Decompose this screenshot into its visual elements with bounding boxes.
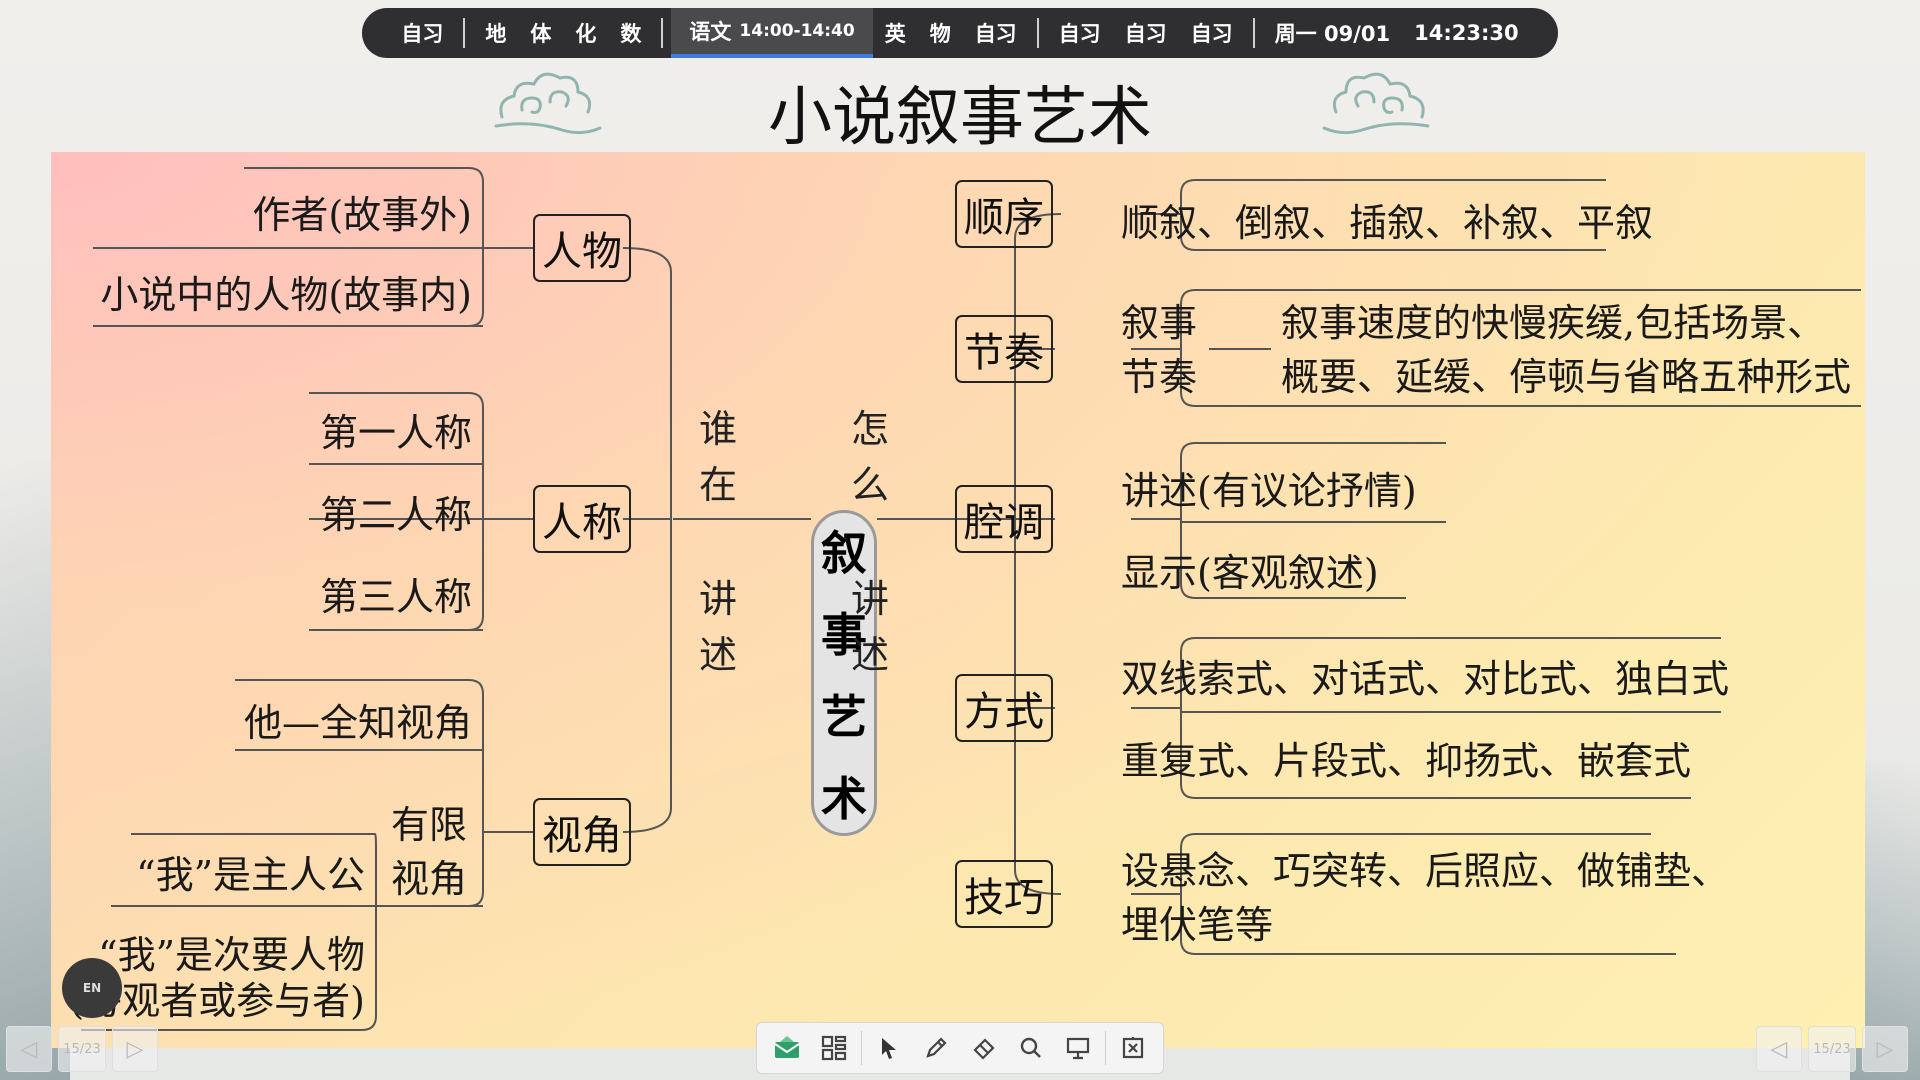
node-shijiao: 视角 [533,798,631,866]
schedule-slot: 自习 [1058,22,1101,46]
pen-icon[interactable] [916,1028,956,1068]
current-subject: 语文 [689,20,732,44]
node-jiqiao: 技巧 [955,860,1053,928]
mindmap-center-node: 叙 事 艺 术 [811,510,877,836]
leaf-i-protagonist: “我”是主人公 [136,853,365,897]
leaf-method-2: 重复式、片段式、抑扬式、嵌套式 [1121,739,1692,783]
toolbar-divider [860,1031,862,1065]
center-char: 叙 [821,526,867,580]
page-indicator: 15/23 [1808,1026,1856,1072]
close-presentation-icon[interactable] [1113,1028,1153,1068]
message-icon[interactable] [767,1028,807,1068]
leaf-limited-line1: 有限 [391,803,468,847]
current-time-range: 14:00-14:40 [739,21,855,41]
left-connector-label: 谁 在 讲 述 [699,410,737,674]
schedule-slot: 地 [485,22,507,46]
center-char: 术 [821,772,867,826]
leaf-third-person: 第三人称 [319,575,472,619]
leaf-second-person: 第二人称 [319,493,472,537]
toolbar-divider [1105,1031,1107,1065]
schedule-divider [463,18,466,48]
pointer-icon[interactable] [869,1028,909,1068]
leaf-rhythm-desc-2: 概要、延缓、停顿与省略五种形式 [1281,355,1852,399]
prev-page-button[interactable]: ◁ [6,1026,52,1072]
auspicious-cloud-icon [1322,72,1430,135]
leaf-omniscient: 他—全知视角 [243,701,472,745]
mindmap-connectors [81,167,1861,1031]
date-label: 周一 09/01 [1274,22,1391,46]
schedule-current-slot: 语文 14:00-14:40 [671,8,873,58]
leaf-limited-line2: 视角 [391,857,468,901]
connector-char: 谁 [699,407,738,451]
right-connector-label: 怎 么 讲 述 [851,410,889,674]
leaf-showing: 显示(客观叙述) [1121,551,1379,595]
ime-indicator[interactable]: EN [62,958,122,1018]
leaf-i-minor: “我”是次要人物 [98,933,365,977]
schedule-divider [1252,18,1255,48]
next-page-button[interactable]: ▷ [112,1026,158,1072]
schedule-slot: 物 [929,22,951,46]
schedule-slot: 自习 [974,22,1017,46]
next-page-button[interactable]: ▷ [1862,1026,1908,1072]
node-rencheng: 人称 [533,485,631,553]
schedule-slot: 数 [620,22,642,46]
schedule-slot: 自习 [1190,22,1233,46]
mindmap-board: 叙 事 艺 术 谁 在 讲 述 怎 么 讲 述 人物 人称 视角 作者(故事外)… [51,152,1865,1048]
connector-char: 怎 [851,407,890,451]
annotation-toolbar [756,1022,1164,1074]
leaf-author: 作者(故事外) [252,193,472,237]
leaf-character: 小说中的人物(故事内) [100,273,472,317]
leaf-sequence-list: 顺叙、倒叙、插叙、补叙、平叙 [1121,201,1654,245]
eraser-icon[interactable] [964,1028,1004,1068]
connector-char: 么 [851,463,890,507]
schedule-divider [1036,18,1039,48]
page-indicator: 15/23 [58,1026,106,1072]
pager-left: ◁ 15/23 ▷ [6,1026,158,1072]
leaf-technique-2: 埋伏笔等 [1121,903,1274,947]
schedule-divider [661,18,664,48]
connector-char: 述 [851,633,890,677]
node-fangshi: 方式 [955,674,1053,742]
pager-right: ◁ 15/23 ▷ [1756,1026,1908,1072]
schedule-slot: 英 [884,22,906,46]
leaf-first-person: 第一人称 [319,411,472,455]
leaf-technique-1: 设悬念、巧突转、后照应、做铺垫、 [1121,849,1730,893]
leaf-telling: 讲述(有议论抒情) [1121,469,1417,513]
connector-char: 述 [699,633,738,677]
slide-title: 小说叙事艺术 [768,81,1152,155]
node-renwu: 人物 [533,214,631,282]
center-char: 事 [821,608,867,662]
node-jiezou: 节奏 [955,315,1053,383]
leaf-method-1: 双线索式、对话式、对比式、独白式 [1121,657,1730,701]
schedule-slot: 化 [575,22,597,46]
clock-label: 14:23:30 [1414,21,1519,45]
leaf-rhythm-term-1: 叙事 [1121,301,1198,345]
search-icon[interactable] [1011,1028,1051,1068]
node-shunxu: 顺序 [955,180,1053,248]
apps-grid-icon[interactable] [814,1028,854,1068]
center-char: 艺 [821,690,867,744]
schedule-slot: 自习 [401,22,444,46]
connector-char: 讲 [699,577,738,621]
screen-icon[interactable] [1058,1028,1098,1068]
schedule-slot: 体 [530,22,552,46]
schedule-bar: 自习 地 体 化 数 语文 14:00-14:40 英 物 自习 自习 自习 自… [362,8,1558,58]
schedule-slot: 自习 [1124,22,1167,46]
leaf-rhythm-desc-1: 叙事速度的快慢疾缓,包括场景、 [1281,301,1826,345]
leaf-rhythm-term-2: 节奏 [1121,355,1198,399]
auspicious-cloud-icon [494,72,602,135]
node-qiangdiao: 腔调 [955,485,1053,553]
connector-char: 在 [699,463,738,507]
prev-page-button[interactable]: ◁ [1756,1026,1802,1072]
connector-char: 讲 [851,577,890,621]
